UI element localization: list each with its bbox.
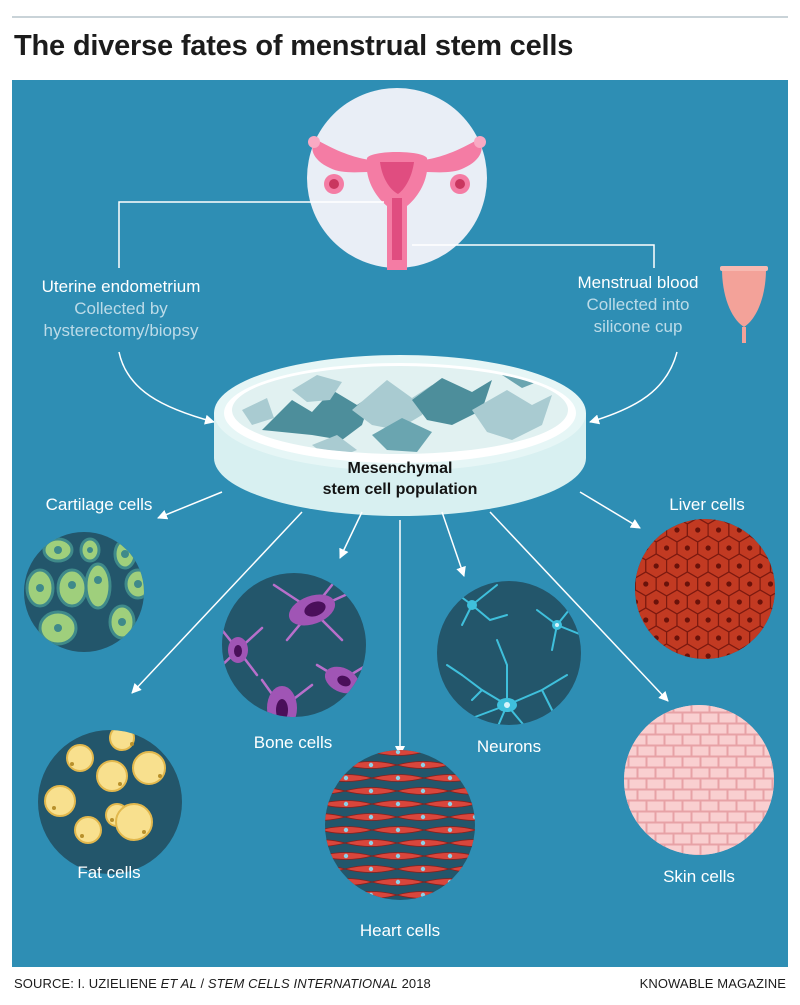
publisher-credit: KNOWABLE MAGAZINE bbox=[639, 976, 786, 991]
label-skin-cells: Skin cells bbox=[663, 867, 735, 886]
source-endometrium-method-1: Collected by bbox=[74, 299, 168, 318]
dish-label: Mesenchymal stem cell population bbox=[290, 458, 510, 500]
cartilage-cells-illustration bbox=[24, 532, 144, 652]
source-journal: STEM CELLS INTERNATIONAL bbox=[207, 976, 398, 991]
source-credit: SOURCE: I. UZIELIENE ET AL / STEM CELLS … bbox=[14, 976, 431, 991]
source-connectors bbox=[118, 201, 678, 425]
differentiation-arrows bbox=[131, 491, 669, 756]
source-sep: / bbox=[196, 976, 208, 991]
petri-dish bbox=[214, 355, 586, 516]
top-rule bbox=[12, 16, 788, 18]
skin-cells-illustration bbox=[624, 705, 774, 855]
heart-cells-illustration bbox=[325, 750, 475, 900]
page-title: The diverse fates of menstrual stem cell… bbox=[14, 30, 574, 62]
menstrual-cup-icon bbox=[720, 266, 768, 343]
bone-cells-illustration bbox=[222, 573, 366, 717]
source-year: 2018 bbox=[397, 976, 431, 991]
source-endometrium-name: Uterine endometrium bbox=[41, 277, 201, 296]
label-cartilage-cells: Cartilage cells bbox=[45, 495, 153, 514]
diagram-panel: Uterine endometrium Collected by hystere… bbox=[12, 80, 788, 967]
liver-cells-illustration bbox=[635, 519, 775, 659]
dish-label-line-1: Mesenchymal bbox=[347, 460, 453, 477]
source-etal: ET AL bbox=[160, 976, 197, 991]
neurons-illustration bbox=[437, 581, 581, 725]
source-blood-method-2: silicone cup bbox=[593, 317, 683, 336]
label-heart-cells: Heart cells bbox=[359, 921, 441, 940]
source-blood-method-1: Collected into bbox=[586, 295, 690, 314]
fat-cells-illustration bbox=[38, 730, 182, 874]
label-bone-cells: Bone cells bbox=[253, 733, 333, 752]
label-fat-cells: Fat cells bbox=[77, 863, 141, 882]
source-prefix: SOURCE: I. UZIELIENE bbox=[14, 976, 161, 991]
label-neurons: Neurons bbox=[476, 737, 542, 756]
dish-label-line-2: stem cell population bbox=[322, 481, 478, 498]
uterus-illustration bbox=[307, 88, 487, 270]
diagram-canvas bbox=[24, 88, 775, 900]
source-blood-name: Menstrual blood bbox=[577, 273, 699, 292]
label-liver-cells: Liver cells bbox=[669, 495, 745, 514]
source-endometrium-method-2: hysterectomy/biopsy bbox=[43, 321, 199, 340]
